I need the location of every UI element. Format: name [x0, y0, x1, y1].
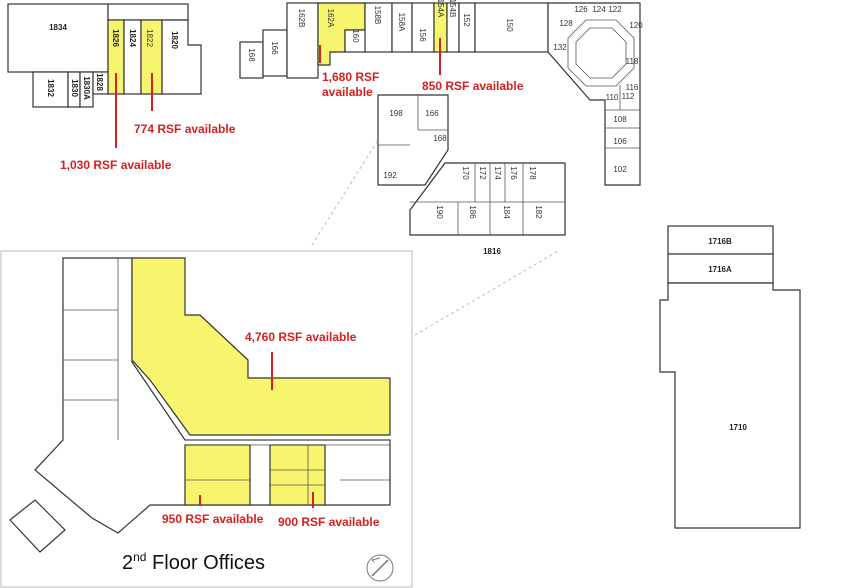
availability-label: 950 RSF available: [162, 512, 264, 526]
room-label: 154B: [448, 0, 457, 17]
availability-label: available: [322, 85, 373, 99]
room-label: 116: [626, 83, 639, 92]
room-label: 162A: [326, 9, 335, 28]
room-label: 124: [592, 5, 606, 14]
room-label: 176: [509, 166, 518, 180]
room-label: 178: [528, 166, 537, 180]
room-label: 1716A: [708, 265, 732, 274]
second-floor-inset: 4,760 RSF available 950 RSF available 90…: [0, 250, 413, 588]
room-label: 1832: [46, 79, 55, 97]
room-label: 192: [383, 171, 397, 180]
room-label: 110: [606, 93, 619, 102]
room-label: 158A: [397, 13, 406, 32]
room-label: 154A: [436, 0, 445, 18]
room-label: 108: [613, 115, 627, 124]
availability-label: 1,680 RSF: [322, 70, 379, 84]
floor-title: 2nd Floor Offices: [122, 550, 265, 574]
room-label: 168: [433, 134, 447, 143]
room-label: 1830: [70, 79, 79, 97]
room-label: 118: [626, 57, 639, 66]
room-label: 170: [461, 166, 470, 180]
room-label: 1710: [729, 423, 747, 432]
room-label: 128: [559, 19, 573, 28]
building-1800: 1834 1826 1824 1822 1820 1832 1830 1830A…: [7, 3, 236, 172]
room-label: 156: [418, 28, 427, 42]
room-label: 174: [493, 166, 502, 180]
room-label: 166: [425, 109, 439, 118]
suite-900[interactable]: [269, 444, 326, 506]
availability-label: 850 RSF available: [422, 79, 524, 93]
room-label: 132: [553, 43, 567, 52]
building-1816: 168 166 162B 162A 160 158B 158A 156 154A…: [239, 0, 643, 256]
availability-label: 4,760 RSF available: [245, 330, 357, 344]
room-label: 168: [247, 48, 256, 62]
room-label: 1822: [145, 29, 154, 47]
room-label: 184: [502, 205, 511, 219]
room-label: 152: [462, 13, 471, 27]
suite-4760[interactable]: [131, 257, 391, 436]
room-label: 1824: [128, 29, 137, 47]
room-label: 186: [468, 205, 477, 219]
room-label: 1830A: [82, 76, 91, 100]
availability-label: 900 RSF available: [278, 515, 380, 529]
building-label: 1816: [483, 247, 501, 256]
room-label: 150: [505, 18, 514, 32]
room-label: 1820: [170, 31, 179, 49]
room-label: 1828: [95, 73, 104, 91]
room-label: 182: [534, 205, 543, 219]
room-label: 1826: [111, 29, 120, 47]
room-label: 198: [389, 109, 403, 118]
room-label: 158B: [373, 6, 382, 25]
room-label: 160: [351, 29, 360, 43]
room-label: 112: [622, 92, 635, 101]
room-label: 122: [608, 5, 622, 14]
room-label: 102: [613, 165, 627, 174]
room-label: 126: [574, 5, 588, 14]
north-arrow-icon: [366, 554, 394, 582]
room-label: 120: [629, 21, 643, 30]
room-label: 190: [435, 205, 444, 219]
room-label: 1834: [49, 23, 67, 32]
availability-label: 774 RSF available: [134, 122, 236, 136]
room-label: 172: [478, 166, 487, 180]
suite-950[interactable]: [184, 444, 251, 506]
room-label: 162B: [297, 9, 306, 28]
room-label: 106: [613, 137, 627, 146]
room-label: 1716B: [708, 237, 732, 246]
building-1710: 1716B 1716A 1710: [659, 225, 801, 529]
availability-label: 1,030 RSF available: [60, 158, 172, 172]
room-label: 166: [270, 41, 279, 55]
